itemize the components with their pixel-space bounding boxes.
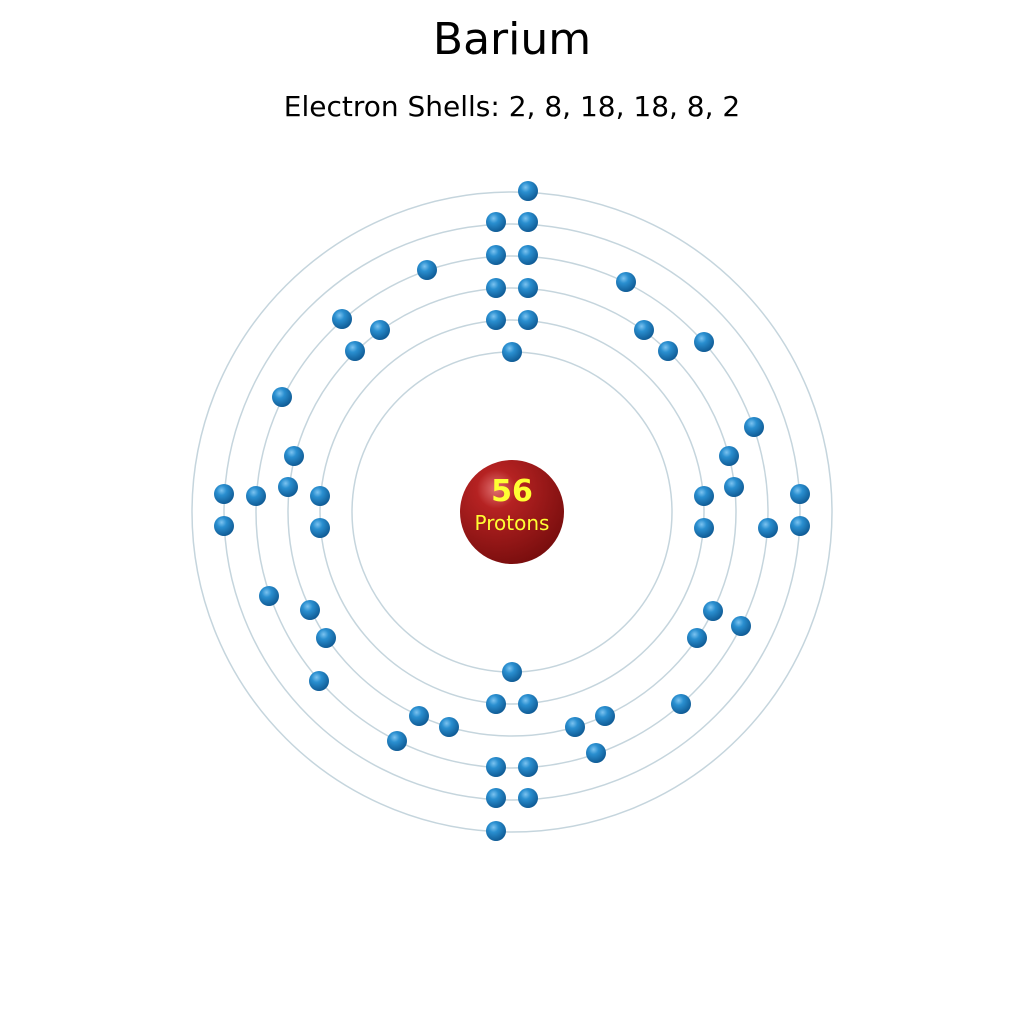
- shell-ring-4: [255, 255, 769, 769]
- electron: [284, 446, 304, 466]
- electron-shell-rings: [191, 191, 833, 833]
- shell-ring-5: [223, 223, 801, 801]
- electron: [310, 518, 330, 538]
- electron: [694, 332, 714, 352]
- shell-ring-6: [191, 191, 833, 833]
- shell-ring-2: [319, 319, 705, 705]
- electron: [518, 212, 538, 232]
- electron: [486, 788, 506, 808]
- electron: [694, 518, 714, 538]
- electron: [658, 341, 678, 361]
- electron: [565, 717, 585, 737]
- electron: [744, 417, 764, 437]
- electron: [486, 278, 506, 298]
- electron: [214, 516, 234, 536]
- electron: [518, 245, 538, 265]
- electron: [370, 320, 390, 340]
- electron: [616, 272, 636, 292]
- electron: [486, 310, 506, 330]
- electron: [486, 821, 506, 841]
- electron: [518, 181, 538, 201]
- electron: [310, 486, 330, 506]
- electron: [731, 616, 751, 636]
- element-title: Barium: [432, 14, 592, 65]
- electron: [309, 671, 329, 691]
- electron: [790, 484, 810, 504]
- electrons: [214, 181, 810, 841]
- electron: [272, 387, 292, 407]
- electron: [586, 743, 606, 763]
- electron: [259, 586, 279, 606]
- electron: [300, 600, 320, 620]
- electron: [671, 694, 691, 714]
- electron: [345, 341, 365, 361]
- electron: [687, 628, 707, 648]
- electron: [332, 309, 352, 329]
- electron: [694, 486, 714, 506]
- electron: [439, 717, 459, 737]
- electron: [316, 628, 336, 648]
- electron: [417, 260, 437, 280]
- electron: [486, 694, 506, 714]
- proton-count: 56: [491, 474, 533, 509]
- electron: [409, 706, 429, 726]
- shell-ring-3: [287, 287, 737, 737]
- electron: [518, 278, 538, 298]
- electron: [486, 212, 506, 232]
- electron: [518, 694, 538, 714]
- electron: [595, 706, 615, 726]
- electron: [724, 477, 744, 497]
- electron: [634, 320, 654, 340]
- electron: [278, 477, 298, 497]
- protons-label: Protons: [474, 511, 550, 535]
- electron: [790, 516, 810, 536]
- electron: [214, 484, 234, 504]
- electron: [486, 245, 506, 265]
- electron: [387, 731, 407, 751]
- electron: [486, 757, 506, 777]
- electron: [758, 518, 778, 538]
- electron: [518, 310, 538, 330]
- electron-shells-subtitle: Electron Shells: 2, 8, 18, 18, 8, 2: [283, 90, 741, 123]
- electron: [518, 788, 538, 808]
- nucleus: [460, 460, 564, 564]
- electron: [502, 662, 522, 682]
- electron: [703, 601, 723, 621]
- electron: [719, 446, 739, 466]
- electron: [518, 757, 538, 777]
- electron: [502, 342, 522, 362]
- electron: [246, 486, 266, 506]
